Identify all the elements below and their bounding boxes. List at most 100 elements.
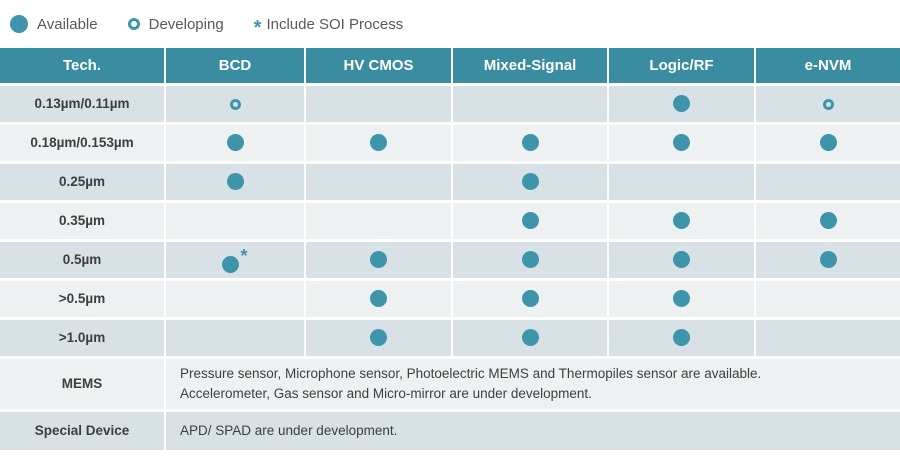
- row-label: >0.5µm: [0, 279, 166, 318]
- asterisk-icon: *: [253, 17, 262, 39]
- developing-ring-icon: [229, 98, 241, 110]
- table-text-row: MEMS Pressure sensor, Microphone sensor, …: [0, 357, 900, 411]
- available-dot-icon: [226, 173, 244, 190]
- developing-ring-icon: [127, 18, 140, 30]
- cell-empty: [305, 162, 453, 201]
- available-dot-icon: [673, 329, 690, 346]
- available-dot-icon: [222, 255, 240, 273]
- cell-available: [452, 318, 609, 357]
- note-line: Pressure sensor, Microphone sensor, Phot…: [180, 365, 762, 381]
- cell-available-soi: *: [165, 240, 306, 279]
- cell-available: [452, 162, 609, 201]
- legend-item-developing: Developing: [127, 15, 224, 33]
- available-dot-icon: [370, 134, 387, 151]
- available-dot-icon: [819, 212, 837, 229]
- cell-available: [608, 84, 756, 123]
- column-header-tech-: Tech.: [0, 48, 166, 84]
- cell-developing: [165, 84, 306, 123]
- cell-available: [305, 240, 453, 279]
- cell-available: [452, 123, 609, 162]
- row-label: 0.25µm: [0, 162, 166, 201]
- cell-developing: [755, 84, 900, 123]
- table-row: 0.5µm *: [0, 240, 900, 279]
- cell-available: [755, 123, 900, 162]
- available-dot-icon: [673, 251, 690, 268]
- cell-available: [608, 240, 756, 279]
- table-text-row: Special Device APD/ SPAD are under develo…: [0, 410, 900, 450]
- cell-empty: [755, 162, 900, 201]
- available-dot-icon: [521, 251, 539, 268]
- cell-available: [305, 279, 453, 318]
- cell-available: [305, 318, 453, 357]
- row-label: MEMS: [0, 357, 166, 411]
- available-dot-icon: [521, 290, 539, 307]
- cell-empty: [755, 318, 900, 357]
- cell-available: [755, 240, 900, 279]
- cell-available: [608, 201, 756, 240]
- note-line: APD/ SPAD are under development.: [180, 422, 398, 438]
- cell-available: [608, 123, 756, 162]
- row-label: 0.13µm/0.11µm: [0, 84, 166, 123]
- available-dot-icon: [673, 134, 690, 151]
- row-label: 0.18µm/0.153µm: [0, 123, 166, 162]
- legend-available-label: Available: [37, 15, 98, 33]
- cell-empty: [305, 84, 453, 123]
- column-header-bcd: BCD: [165, 48, 306, 84]
- legend-soi-label: Include SOI Process: [266, 15, 404, 33]
- available-dot-icon: [521, 212, 539, 229]
- legend-developing-label: Developing: [148, 15, 224, 33]
- available-dot-icon: [370, 251, 387, 268]
- available-dot-icon: [673, 290, 690, 307]
- soi-asterisk-icon: *: [240, 246, 248, 267]
- table-row: 0.35µm: [0, 201, 900, 240]
- cell-available: [452, 279, 609, 318]
- available-dot-icon: [673, 212, 690, 229]
- cell-available: [755, 201, 900, 240]
- column-header-mixed-signal: Mixed-Signal: [452, 48, 609, 84]
- cell-available: [165, 162, 306, 201]
- table-row: 0.25µm: [0, 162, 900, 201]
- available-dot-icon: [370, 290, 387, 307]
- available-dot-icon: [819, 134, 837, 151]
- available-dot-icon: [10, 15, 28, 33]
- cell-empty: [305, 201, 453, 240]
- available-dot-icon: [521, 329, 539, 346]
- cell-available: [608, 279, 756, 318]
- row-note-text: APD/ SPAD are under development.: [165, 410, 900, 450]
- row-label: 0.35µm: [0, 201, 166, 240]
- developing-ring-icon: [822, 98, 834, 110]
- legend: Available Developing * Include SOI Proce…: [0, 0, 900, 48]
- cell-empty: [165, 279, 306, 318]
- available-dot-icon: [521, 134, 539, 151]
- note-line: Accelerometer, Gas sensor and Micro-mirr…: [180, 385, 592, 401]
- legend-item-soi: * Include SOI Process: [253, 15, 404, 39]
- table-row: >1.0µm: [0, 318, 900, 357]
- table-row: >0.5µm: [0, 279, 900, 318]
- cell-empty: [608, 162, 756, 201]
- row-note-text: Pressure sensor, Microphone sensor, Phot…: [165, 357, 900, 411]
- row-label: >1.0µm: [0, 318, 166, 357]
- cell-available: [305, 123, 453, 162]
- available-dot-icon: [819, 251, 837, 268]
- available-dot-icon: [226, 134, 244, 151]
- cell-available: [608, 318, 756, 357]
- cell-available: [452, 240, 609, 279]
- table-row: 0.13µm/0.11µm: [0, 84, 900, 123]
- cell-empty: [165, 318, 306, 357]
- cell-empty: [165, 201, 306, 240]
- cell-available: [452, 201, 609, 240]
- available-dot-icon: [370, 329, 387, 346]
- cell-empty: [755, 279, 900, 318]
- column-header-hv-cmos: HV CMOS: [305, 48, 453, 84]
- legend-item-available: Available: [10, 15, 98, 33]
- row-label: Special Device: [0, 410, 166, 450]
- row-label: 0.5µm: [0, 240, 166, 279]
- available-dot-icon: [521, 173, 539, 190]
- available-dot-icon: [673, 95, 690, 112]
- cell-empty: [452, 84, 609, 123]
- cell-available: [165, 123, 306, 162]
- column-header-logic-rf: Logic/RF: [608, 48, 756, 84]
- column-header-e-nvm: e-NVM: [755, 48, 900, 84]
